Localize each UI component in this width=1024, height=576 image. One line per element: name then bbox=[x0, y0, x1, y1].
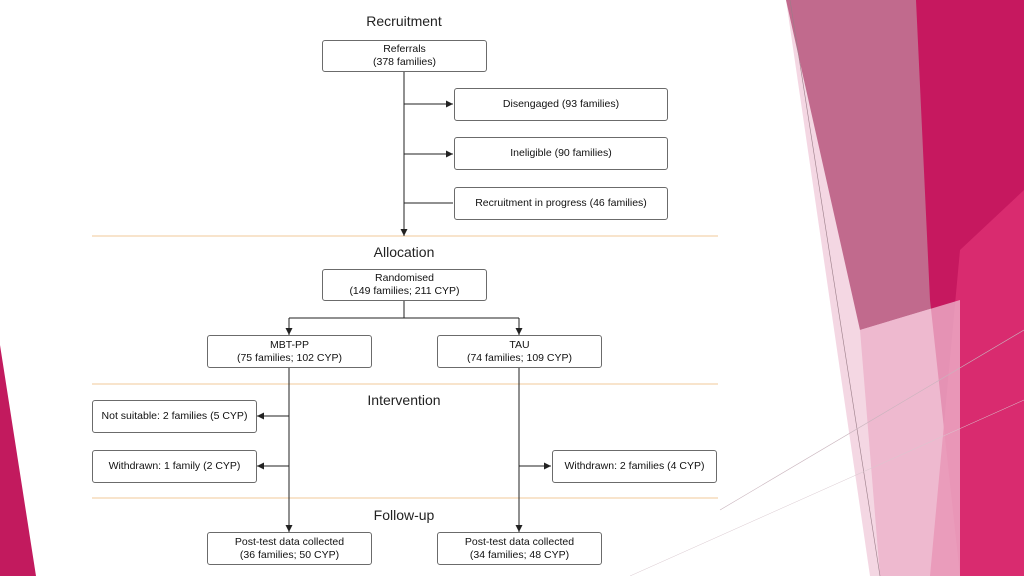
box-withdrawn-tau-label: Withdrawn: 2 families (4 CYP) bbox=[564, 460, 705, 472]
left-corner-shape bbox=[0, 345, 36, 576]
box-not-suitable-label: Not suitable: 2 families (5 CYP) bbox=[101, 410, 248, 422]
box-posttest-tau-title: Post-test data collected bbox=[464, 535, 575, 548]
box-posttest-tau-count: (34 families; 48 CYP) bbox=[469, 548, 570, 561]
box-ineligible: Ineligible (90 families) bbox=[454, 137, 668, 170]
box-posttest-mbt-count: (36 families; 50 CYP) bbox=[239, 548, 340, 561]
section-recruitment: Recruitment bbox=[366, 13, 442, 29]
box-not-suitable: Not suitable: 2 families (5 CYP) bbox=[92, 400, 257, 433]
box-withdrawn-tau: Withdrawn: 2 families (4 CYP) bbox=[552, 450, 717, 483]
box-referrals: Referrals (378 families) bbox=[322, 40, 487, 72]
deco-line-2 bbox=[719, 329, 1024, 511]
box-referrals-count: (378 families) bbox=[372, 56, 437, 68]
box-tau: TAU (74 families; 109 CYP) bbox=[437, 335, 602, 368]
box-posttest-tau: Post-test data collected (34 families; 4… bbox=[437, 532, 602, 565]
box-mbt-pp-count: (75 families; 102 CYP) bbox=[236, 351, 343, 364]
section-allocation: Allocation bbox=[373, 244, 435, 260]
section-followup: Follow-up bbox=[373, 507, 435, 523]
box-in-progress-label: Recruitment in progress (46 families) bbox=[475, 197, 647, 209]
right-panel-mauve bbox=[786, 0, 960, 330]
box-posttest-mbt: Post-test data collected (36 families; 5… bbox=[207, 532, 372, 565]
box-tau-title: TAU bbox=[509, 338, 530, 351]
box-disengaged: Disengaged (93 families) bbox=[454, 88, 668, 121]
box-mbt-pp: MBT-PP (75 families; 102 CYP) bbox=[207, 335, 372, 368]
box-withdrawn-mbt: Withdrawn: 1 family (2 CYP) bbox=[92, 450, 257, 483]
box-randomised: Randomised (149 families; 211 CYP) bbox=[322, 269, 487, 301]
box-posttest-mbt-title: Post-test data collected bbox=[234, 535, 345, 548]
box-withdrawn-mbt-label: Withdrawn: 1 family (2 CYP) bbox=[108, 460, 241, 472]
deco-line-3 bbox=[629, 399, 1024, 576]
box-tau-count: (74 families; 109 CYP) bbox=[466, 351, 573, 364]
box-randomised-title: Randomised bbox=[375, 272, 434, 284]
box-ineligible-label: Ineligible (90 families) bbox=[510, 147, 612, 159]
section-intervention: Intervention bbox=[367, 392, 441, 408]
deco-line-1 bbox=[789, 0, 881, 576]
box-referrals-title: Referrals bbox=[383, 43, 426, 55]
box-disengaged-label: Disengaged (93 families) bbox=[502, 98, 620, 110]
box-mbt-pp-title: MBT-PP bbox=[269, 338, 310, 351]
box-recruitment-in-progress: Recruitment in progress (46 families) bbox=[454, 187, 668, 220]
right-panel-pink bbox=[860, 300, 960, 576]
box-randomised-count: (149 families; 211 CYP) bbox=[349, 285, 460, 297]
